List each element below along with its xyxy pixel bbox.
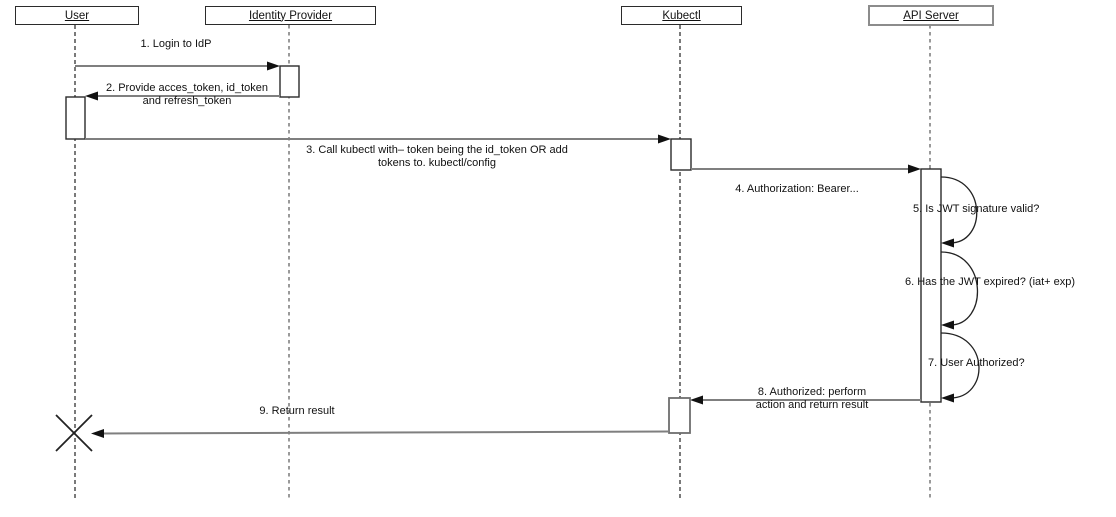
self-message-6-arrowhead [941, 320, 954, 330]
destroy-x-icon [55, 414, 93, 452]
kubectl-activation-bar-1 [670, 138, 692, 171]
message-1-arrowhead [267, 61, 280, 71]
message-5-label: 5. Is JWT signature valid? [913, 203, 1040, 215]
message-8-label: 8. Authorized: perform action and return… [755, 386, 869, 411]
self-message-5-arrowhead [941, 238, 954, 248]
message-1-label: 1. Login to IdP [140, 38, 212, 50]
message-9-line [100, 430, 670, 435]
message-7-label: 7. User Authorized? [928, 357, 1025, 369]
participant-api-server[interactable]: API Server [868, 5, 994, 26]
self-message-6-arc [940, 251, 979, 326]
participant-identity-provider-label: Identity Provider [248, 9, 333, 22]
message-3-label: 3. Call kubectl with– token being the id… [306, 144, 568, 169]
participant-user-label: User [64, 9, 90, 22]
idp-activation-bar [279, 65, 300, 98]
participant-user[interactable]: User [15, 6, 139, 25]
participant-api-server-label: API Server [903, 9, 959, 22]
message-4-arrowhead [908, 164, 921, 174]
self-message-7-arc [940, 332, 980, 399]
self-message-5-arc [940, 176, 978, 244]
message-2-arrowhead [85, 91, 98, 101]
message-9-arrowhead [91, 429, 104, 438]
message-4-label: 4. Authorization: Bearer... [735, 183, 859, 195]
participant-kubectl-label: Kubectl [662, 9, 701, 22]
message-6-label: 6. Has the JWT expired? (iat+ exp) [905, 276, 1076, 288]
participant-kubectl[interactable]: Kubectl [621, 6, 742, 25]
user-activation-bar [65, 96, 86, 140]
participant-identity-provider[interactable]: Identity Provider [205, 6, 376, 25]
message-3-arrowhead [658, 134, 671, 144]
message-8-arrowhead [690, 395, 703, 405]
message-2-label: 2. Provide acces_token, id_token and ref… [105, 82, 269, 107]
kubectl-activation-bar-2 [668, 397, 691, 434]
api-server-activation-bar [920, 168, 942, 403]
self-message-7-arrowhead [941, 393, 954, 403]
message-9-label: 9. Return result [259, 405, 335, 417]
